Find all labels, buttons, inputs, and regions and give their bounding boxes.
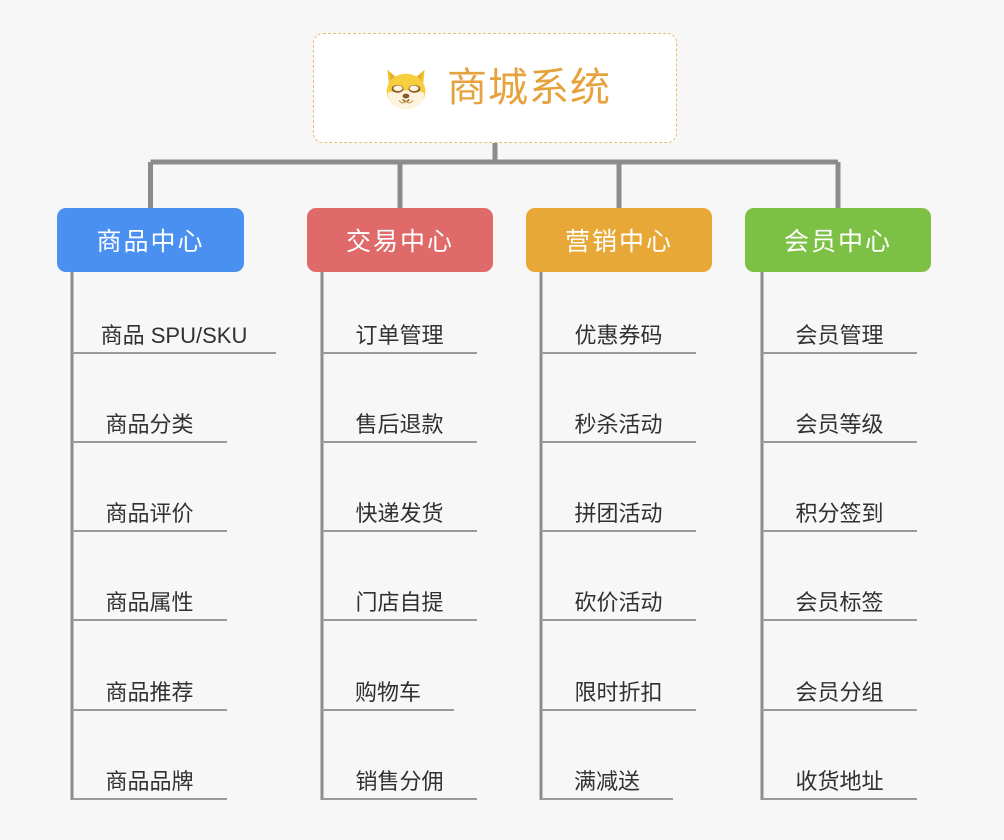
leaf-label: 门店自提 [355,589,444,615]
leaf-item[interactable]: 积分签到 [762,490,917,532]
leaf-item[interactable]: 商品属性 [72,579,227,621]
leaf-item[interactable]: 会员等级 [762,401,917,443]
category-box-4[interactable]: 会员中心 [745,208,931,272]
category-label: 营销中心 [564,228,673,256]
leaf-item[interactable]: 限时折扣 [541,669,696,711]
leaf-item[interactable]: 砍价活动 [541,579,696,621]
leaf-item[interactable]: 商品评价 [72,490,227,532]
leaf-label: 商品评价 [105,500,194,526]
leaf-item[interactable]: 售后退款 [322,401,477,443]
leaf-item[interactable]: 订单管理 [322,312,477,354]
leaf-label: 商品 SPU/SKU [100,322,248,348]
leaf-label: 销售分佣 [355,768,444,794]
leaf-label: 会员管理 [795,322,884,348]
leaf-label: 积分签到 [795,500,884,526]
leaf-label: 订单管理 [355,322,444,348]
leaf-item[interactable]: 商品 SPU/SKU [72,312,276,354]
leaf-label: 商品推荐 [105,679,194,705]
leaf-label: 优惠券码 [574,322,663,348]
leaf-item[interactable]: 收货地址 [762,758,917,800]
leaf-label: 快递发货 [355,500,444,526]
leaf-item[interactable]: 拼团活动 [541,490,696,532]
leaf-item[interactable]: 门店自提 [322,579,477,621]
leaf-label: 商品属性 [105,589,194,615]
leaf-item[interactable]: 满减送 [541,758,673,800]
leaf-item[interactable]: 销售分佣 [322,758,477,800]
leaf-item[interactable]: 商品分类 [72,401,227,443]
category-label: 商品中心 [96,228,205,256]
leaf-item[interactable]: 会员管理 [762,312,917,354]
leaf-label: 拼团活动 [574,500,663,526]
leaf-label: 会员等级 [795,411,884,437]
leaf-item[interactable]: 快递发货 [322,490,477,532]
leaf-item[interactable]: 商品品牌 [72,758,227,800]
leaf-label: 秒杀活动 [574,411,663,437]
leaf-item[interactable]: 优惠券码 [541,312,696,354]
leaf-label: 满减送 [573,768,640,794]
category-box-2[interactable]: 交易中心 [307,208,493,272]
leaf-item[interactable]: 商品推荐 [72,669,227,711]
leaf-label: 会员分组 [795,679,884,705]
leaf-label: 商品分类 [105,411,194,437]
category-box-1[interactable]: 商品中心 [57,208,244,272]
root-node[interactable]: 商城系统 [313,33,677,143]
leaf-label: 售后退款 [355,411,444,437]
leaf-label: 购物车 [354,679,421,705]
leaf-label: 商品品牌 [105,768,194,794]
category-label: 交易中心 [345,228,454,256]
leaf-label: 会员标签 [795,589,884,615]
leaf-item[interactable]: 购物车 [322,669,454,711]
shiba-dog-face-icon [386,69,426,110]
category-box-3[interactable]: 营销中心 [526,208,712,272]
leaf-label: 砍价活动 [574,589,663,615]
category-label: 会员中心 [783,228,892,256]
leaf-label: 限时折扣 [574,679,663,705]
leaf-item[interactable]: 秒杀活动 [541,401,696,443]
leaf-item[interactable]: 会员标签 [762,579,917,621]
leaf-item[interactable]: 会员分组 [762,669,917,711]
leaf-label: 收货地址 [795,768,884,794]
root-title: 商城系统 [447,66,611,110]
